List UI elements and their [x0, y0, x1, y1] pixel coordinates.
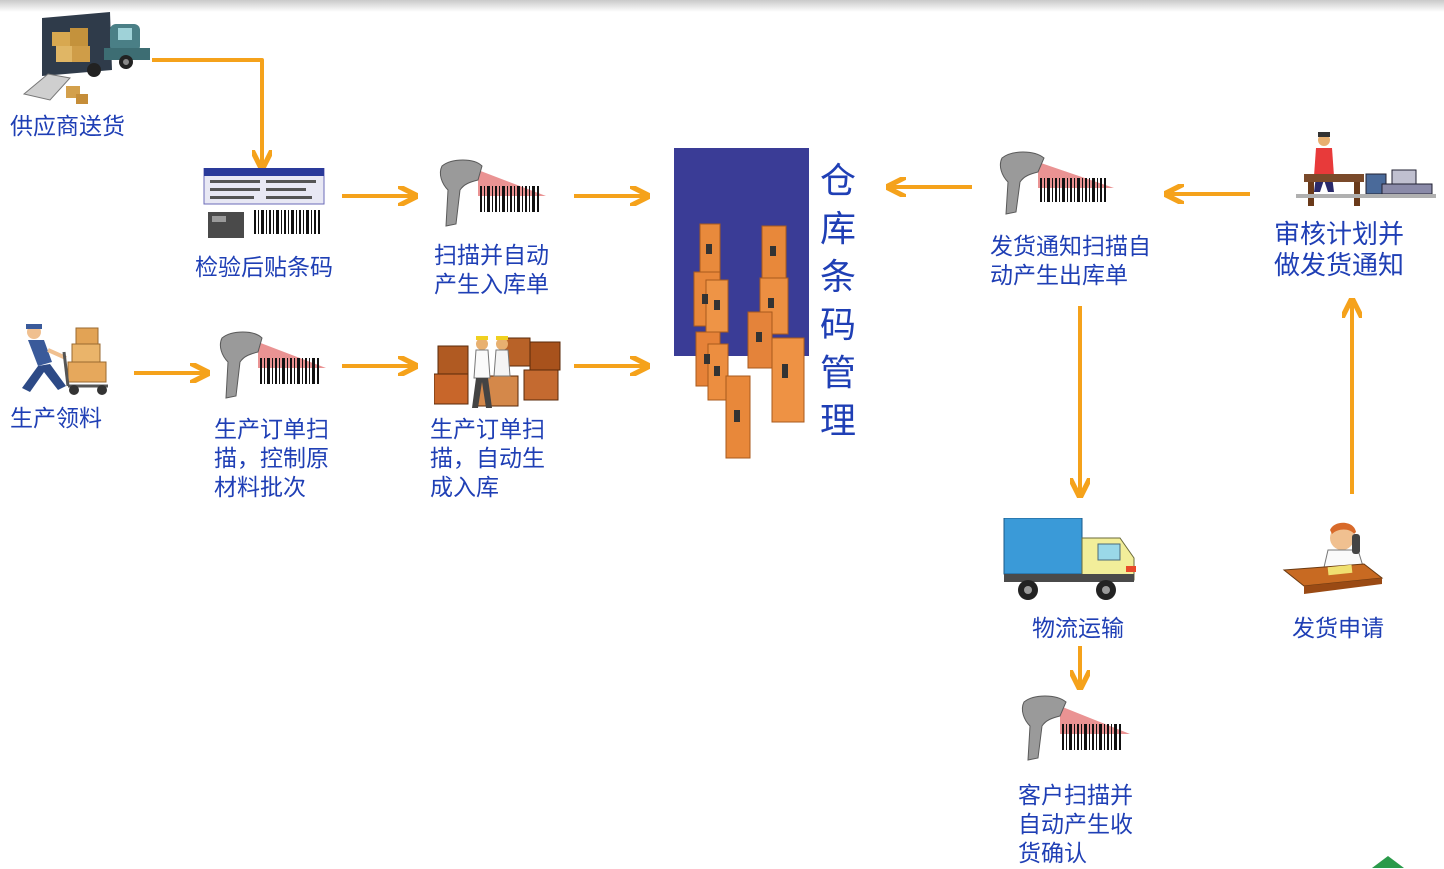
review-plan-notice-label: 审核计划并 做发货通知 — [1274, 220, 1405, 281]
production-order-scan-inbound-label: 生产订单扫 描，自动生 成入库 — [430, 417, 545, 501]
barcode-scanner-icon — [219, 331, 326, 399]
warehouse-barcode-title: 仓 库 条 码 管 理 — [819, 161, 856, 442]
top-shadow-bar — [0, 0, 1444, 12]
scan-inbound-order-label: 扫描并自动 产生入库单 — [434, 243, 549, 298]
delivery-truck-icon — [22, 12, 150, 104]
logistics-label: 物流运输 — [1032, 616, 1124, 642]
corner-logo-icon — [1372, 856, 1404, 868]
arrow-supplier-to-label — [152, 58, 262, 166]
customer-scan-confirm-label: 客户扫描并 自动产生收 货确认 — [1018, 783, 1133, 867]
workers-with-boxes-icon — [434, 336, 561, 408]
shipping-request-label: 发货申请 — [1292, 616, 1384, 642]
barcode-scanner-icon — [1021, 695, 1130, 761]
warehouse-boxes-icon — [674, 148, 809, 459]
phone-clerk-icon — [1282, 522, 1384, 594]
production-order-scan-batch-label: 生产订单扫 描，控制原 材料批次 — [214, 417, 329, 501]
barcode-scanner-icon — [439, 159, 546, 227]
supplier-delivery-label: 供应商送货 — [10, 114, 125, 140]
production-picking-label: 生产领料 — [10, 406, 102, 432]
shipping-notice-scan-label: 发货通知扫描自 动产生出库单 — [990, 234, 1151, 289]
worker-hand-truck-icon — [22, 324, 108, 395]
cargo-truck-icon — [1003, 518, 1136, 600]
office-worker-desk-icon — [1296, 132, 1436, 206]
label-after-inspection-label: 检验后贴条码 — [195, 255, 333, 281]
label-printer-icon — [203, 168, 325, 238]
barcode-scanner-icon — [999, 151, 1114, 215]
